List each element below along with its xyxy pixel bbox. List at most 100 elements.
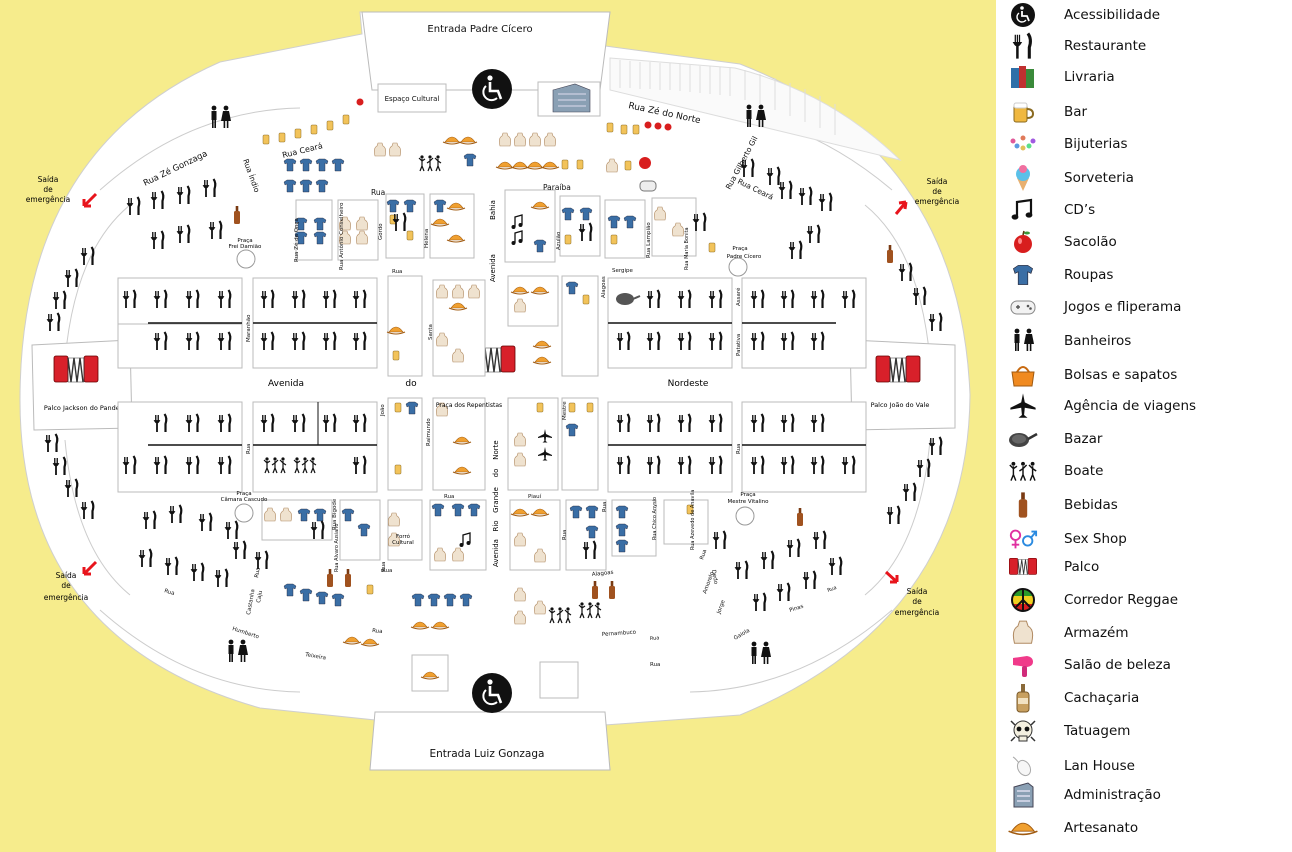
music-note-icon: [1008, 196, 1038, 224]
legend-item-armazem[interactable]: Armazém: [1008, 618, 1288, 648]
praca-padre-cicero[interactable]: [728, 257, 748, 277]
frying-pan-icon: [1008, 425, 1038, 453]
restaurant-block-e4[interactable]: [741, 401, 867, 493]
emergency-exit-sw[interactable]: Saída de emergência: [44, 560, 98, 602]
restroom-icon: [1008, 327, 1038, 355]
legend-item-bebidas[interactable]: Bebidas: [1008, 490, 1288, 520]
ne-striped-area: [609, 57, 902, 161]
restaurant-block-e2[interactable]: [741, 277, 867, 369]
legend-item-tatuagem[interactable]: Tatuagem: [1008, 716, 1288, 746]
svg-text:Rua Lampião: Rua Lampião: [646, 222, 652, 258]
praca-repentistas-label: Praça dos Repentistas: [436, 402, 502, 409]
svg-text:Raimundo: Raimundo: [426, 418, 432, 446]
legend-item-bar[interactable]: Bar: [1008, 97, 1288, 127]
svg-text:Mestre: Mestre: [562, 401, 568, 420]
emergency-exit-nw[interactable]: Saída de emergência: [26, 175, 98, 208]
svg-text:Castanha: Castanha: [246, 589, 256, 616]
legend-item-bolsas[interactable]: Bolsas e sapatos: [1008, 360, 1288, 390]
ice-cream-icon: [1008, 164, 1038, 192]
svg-text:Rua: Rua: [444, 494, 454, 500]
svg-text:Avenida: Avenida: [489, 254, 497, 282]
svg-text:Praça: Praça: [236, 491, 251, 497]
cultural-space-block[interactable]: [377, 83, 447, 113]
praca-camara-cascudo[interactable]: [234, 503, 254, 523]
svg-text:Dedo: Dedo: [710, 569, 719, 585]
svg-text:Rua: Rua: [650, 662, 660, 668]
stage-east-label: Palco João do Vale: [871, 401, 930, 409]
svg-text:Mestre Vitalino: Mestre Vitalino: [727, 499, 769, 505]
restaurant-block-e3[interactable]: [607, 401, 733, 493]
stage-west-label: Palco Jackson do Pandeiro: [44, 404, 128, 412]
dancers-icon: [1008, 457, 1038, 485]
legend-item-artesanato[interactable]: Artesanato: [1008, 813, 1288, 843]
legend-item-sexshop[interactable]: Sex Shop: [1008, 524, 1288, 554]
emergency-exit-se[interactable]: Saída de emergência: [884, 570, 939, 617]
svg-text:Alagoas: Alagoas: [601, 276, 607, 298]
svg-text:de: de: [932, 187, 942, 196]
svg-text:de: de: [43, 185, 53, 194]
exit-arrow-icon: [82, 560, 98, 576]
stage-east[interactable]: Palco João do Vale: [849, 339, 956, 431]
praca-frei-damiao[interactable]: [236, 249, 256, 269]
handbag-icon: [1008, 361, 1038, 389]
legend-item-sacolao[interactable]: Sacolão: [1008, 227, 1288, 257]
legend-item-cds[interactable]: CD’s: [1008, 195, 1288, 225]
svg-text:Sergipe: Sergipe: [612, 268, 634, 274]
svg-text:Praça: Praça: [732, 246, 747, 252]
legend-item-cachacaria[interactable]: Cachaçaria: [1008, 683, 1288, 713]
svg-text:Maranhão: Maranhão: [246, 314, 252, 342]
south-entrance-block[interactable]: [369, 711, 611, 771]
skull-icon: [1008, 717, 1038, 745]
legend-item-livraria[interactable]: Livraria: [1008, 62, 1288, 92]
legend-item-salao[interactable]: Salão de beleza: [1008, 650, 1288, 680]
svg-text:Rio: Rio: [492, 520, 500, 531]
legend-item-agencia[interactable]: Agência de viagens: [1008, 391, 1288, 421]
svg-text:Assaré: Assaré: [735, 287, 742, 306]
exit-arrow-icon: [82, 192, 98, 208]
legend-item-jogos[interactable]: Jogos e fliperama: [1008, 292, 1288, 322]
gender-symbols-icon: [1008, 525, 1038, 553]
legend-item-boate[interactable]: Boate: [1008, 456, 1288, 486]
legend-item-administracao[interactable]: Administração: [1008, 780, 1288, 810]
svg-text:Saída: Saída: [56, 571, 77, 580]
avenue-label: do: [405, 379, 417, 389]
restaurant-block-w4[interactable]: [252, 401, 378, 493]
praca-mestre-vitalino[interactable]: [735, 506, 755, 526]
building-icon: [1008, 781, 1038, 809]
svg-text:Saída: Saída: [927, 177, 948, 186]
restaurant-block-w3[interactable]: [117, 401, 243, 493]
south-ring-stalls: [283, 569, 615, 699]
svg-text:Rua: Rua: [650, 635, 660, 642]
stage-west[interactable]: Palco Jackson do Pandeiro: [31, 339, 133, 431]
legend-item-lanhouse[interactable]: Lan House: [1008, 751, 1288, 781]
apple-icon: [1008, 228, 1038, 256]
north-entrance-label: Entrada Padre Cícero: [427, 23, 532, 35]
legend-item-banheiros[interactable]: Banheiros: [1008, 326, 1288, 356]
legend-item-restaurante[interactable]: Restaurante: [1008, 31, 1288, 61]
beer-mug-icon: [1008, 98, 1038, 126]
restaurant-block-w2[interactable]: [252, 277, 378, 369]
svg-text:Bahia: Bahia: [489, 200, 497, 220]
legend-item-acessibilidade[interactable]: Acessibilidade: [1008, 0, 1288, 30]
exit-arrow-icon: [894, 200, 908, 215]
svg-text:Câmara Cascudo: Câmara Cascudo: [221, 496, 268, 503]
svg-text:Rua: Rua: [163, 588, 175, 597]
svg-text:Rua: Rua: [699, 549, 708, 561]
svg-text:Patativa: Patativa: [736, 334, 742, 356]
svg-text:Pinas: Pinas: [789, 604, 805, 614]
restaurant-block-e1[interactable]: [607, 277, 733, 369]
legend-item-bijuterias[interactable]: Bijuterias: [1008, 129, 1288, 159]
legend-item-bazar[interactable]: Bazar: [1008, 424, 1288, 454]
gamepad-icon: [1008, 293, 1038, 321]
legend-item-sorveteria[interactable]: Sorveteria: [1008, 163, 1288, 193]
restaurant-block-w1[interactable]: [117, 277, 243, 369]
svg-text:Saída: Saída: [907, 587, 928, 596]
svg-text:Padre Cícero: Padre Cícero: [727, 253, 762, 260]
craft-hat-icon: [1008, 814, 1038, 842]
svg-text:Avenida: Avenida: [492, 539, 500, 567]
emergency-exit-ne[interactable]: Saída de emergência: [894, 177, 959, 215]
legend-item-reggae[interactable]: Corredor Reggae: [1008, 585, 1288, 615]
legend-item-palco[interactable]: Palco: [1008, 552, 1288, 582]
svg-text:Rua Bigode: Rua Bigode: [332, 498, 338, 530]
legend-item-roupas[interactable]: Roupas: [1008, 260, 1288, 290]
